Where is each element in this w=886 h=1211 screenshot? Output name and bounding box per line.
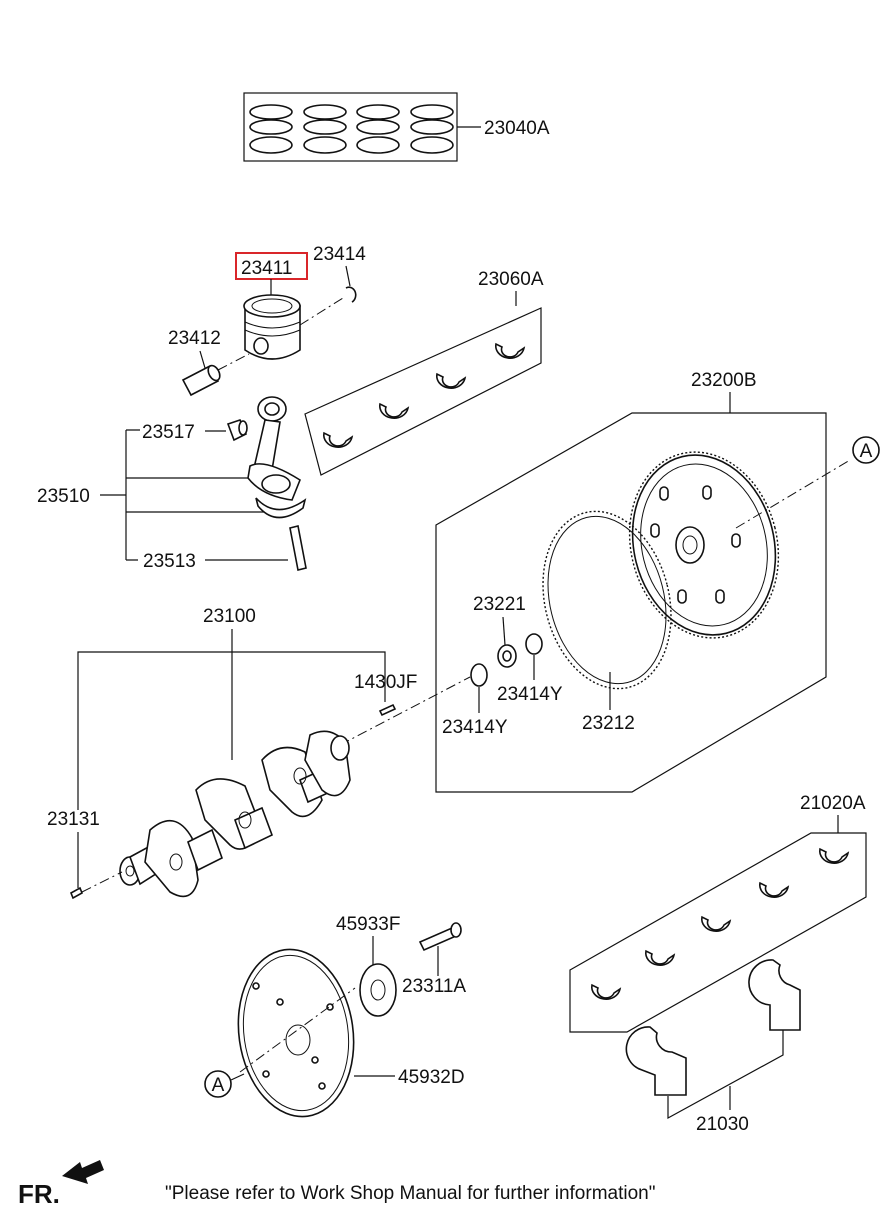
dowel-pin[interactable] bbox=[378, 703, 397, 717]
pilot-bearing[interactable] bbox=[497, 644, 517, 668]
label-23200B: 23200B bbox=[691, 370, 757, 391]
label-21030: 21030 bbox=[696, 1114, 749, 1135]
main-bearing-set[interactable] bbox=[569, 832, 867, 1033]
label-23414Y-left: 23414Y bbox=[442, 717, 508, 738]
crankshaft[interactable] bbox=[119, 730, 351, 898]
ref-a-top: A bbox=[860, 441, 873, 462]
flywheel-bolt[interactable] bbox=[418, 922, 462, 952]
piston-ring-set[interactable] bbox=[243, 92, 481, 162]
label-23040A: 23040A bbox=[484, 118, 550, 139]
label-23517: 23517 bbox=[142, 422, 195, 443]
flywheel[interactable] bbox=[610, 436, 797, 654]
adapter-plate[interactable] bbox=[359, 963, 397, 1017]
label-45933F: 45933F bbox=[336, 914, 400, 935]
connecting-rod[interactable] bbox=[247, 396, 307, 519]
label-23100: 23100 bbox=[203, 606, 256, 627]
ring-gear[interactable] bbox=[525, 498, 689, 703]
retainer-ring-right[interactable] bbox=[525, 633, 543, 655]
piston-pin[interactable] bbox=[181, 364, 222, 397]
label-23131: 23131 bbox=[47, 809, 100, 830]
retainer-ring-left[interactable] bbox=[470, 663, 488, 687]
label-21020A: 21020A bbox=[800, 793, 866, 814]
thrust-bearing-lower[interactable] bbox=[625, 1026, 687, 1096]
thrust-bearing-upper[interactable] bbox=[748, 959, 801, 1031]
front-arrow-icon bbox=[62, 1160, 104, 1184]
small-end-bushing[interactable] bbox=[226, 419, 248, 442]
label-23412: 23412 bbox=[168, 328, 221, 349]
connecting-rod-bearing-set[interactable] bbox=[304, 307, 542, 476]
label-23414: 23414 bbox=[313, 244, 366, 265]
label-23411: 23411 bbox=[241, 258, 292, 279]
flywheel-group-box bbox=[435, 412, 827, 793]
label-23212: 23212 bbox=[582, 713, 635, 734]
label-45932D: 45932D bbox=[398, 1067, 465, 1088]
label-23060A: 23060A bbox=[478, 269, 544, 290]
label-1430JF: 1430JF bbox=[354, 672, 417, 693]
label-23513: 23513 bbox=[143, 551, 196, 572]
ref-a-circle bbox=[852, 436, 880, 464]
footer-note: "Please refer to Work Shop Manual for fu… bbox=[165, 1183, 655, 1204]
label-23414Y-right: 23414Y bbox=[497, 684, 563, 705]
label-23221: 23221 bbox=[473, 594, 526, 615]
ref-a-bottom: A bbox=[212, 1075, 225, 1096]
crank-key[interactable] bbox=[69, 886, 84, 900]
drive-plate[interactable] bbox=[228, 942, 364, 1124]
rod-bolt[interactable] bbox=[289, 525, 307, 571]
front-label: FR. bbox=[18, 1179, 60, 1209]
label-23510: 23510 bbox=[37, 486, 90, 507]
label-23311A: 23311A bbox=[402, 976, 466, 997]
snap-ring[interactable] bbox=[345, 286, 357, 303]
piston[interactable] bbox=[243, 294, 301, 360]
ref-a-circle-bottom bbox=[204, 1070, 232, 1098]
